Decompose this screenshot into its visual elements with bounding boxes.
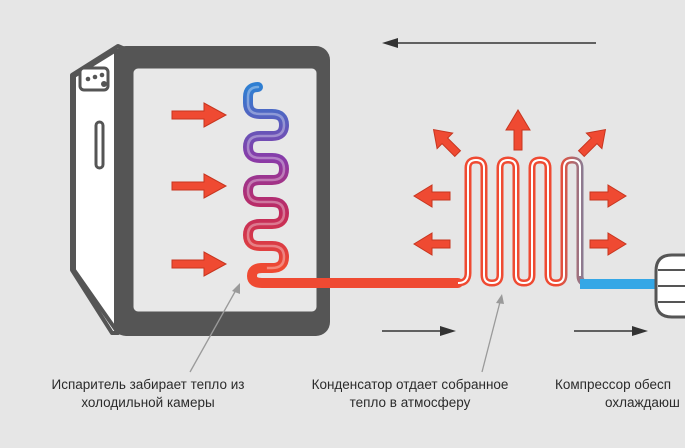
heat-out-arrows [413, 109, 627, 256]
leader-arrowhead-icon [496, 294, 504, 304]
evaporator-caption-line-1: Испаритель забирает тепло из [51, 377, 245, 392]
compressor-caption-line-1: Компрессор обесп [555, 377, 672, 392]
compressor [654, 253, 685, 319]
leader-arrowhead-icon [232, 283, 240, 294]
door-button-icon [85, 76, 91, 82]
arrow-right-icon [589, 184, 627, 208]
condenser-caption: Конденсатор отдает собранное тепло в атм… [280, 376, 540, 412]
long-arrow-icon [440, 326, 456, 336]
arrow-right-icon [171, 251, 228, 277]
arrow-left-icon [413, 184, 451, 208]
arrow-right-icon [589, 232, 627, 256]
arrow-right-icon [171, 102, 228, 128]
long-arrow-icon [382, 38, 398, 48]
evaporator-coil [243, 82, 289, 273]
arrow-up-right-icon [577, 128, 607, 158]
door-button-icon [92, 74, 98, 80]
condenser-caption-line-1: Конденсатор отдает собранное [311, 377, 509, 392]
arrow-up-left-icon [432, 128, 462, 158]
leader-lines [189, 283, 504, 373]
door-indicator-icon [101, 81, 107, 87]
arrow-right-icon [171, 173, 228, 199]
door-handle [94, 120, 105, 170]
arrow-left-icon [413, 232, 451, 256]
evaporator-leader [189, 289, 237, 373]
condenser-coil [457, 156, 660, 288]
condenser-caption-line-2: тепло в атмосферу [349, 395, 471, 410]
arrow-up-icon [505, 109, 531, 151]
evaporator-caption: Испаритель забирает тепло из холодильной… [18, 376, 278, 412]
fridge-door-panel [72, 48, 118, 332]
condenser-coil-highlight [457, 159, 581, 284]
compressor-caption-line-2: охлаждаюш [605, 395, 680, 410]
long-arrow-icon [632, 326, 648, 336]
condenser-leader [481, 301, 501, 373]
heat-in-arrows [171, 102, 228, 277]
evaporator-caption-line-2: холодильной камеры [81, 395, 215, 410]
suction-line [246, 263, 463, 288]
compressor-caption: Компрессор обесп охлаждаюш [555, 376, 685, 412]
fridge-chamber [130, 65, 320, 315]
flow-arrows [382, 38, 648, 336]
evaporator-coil-inner [246, 85, 286, 270]
door-button-icon [99, 72, 105, 78]
